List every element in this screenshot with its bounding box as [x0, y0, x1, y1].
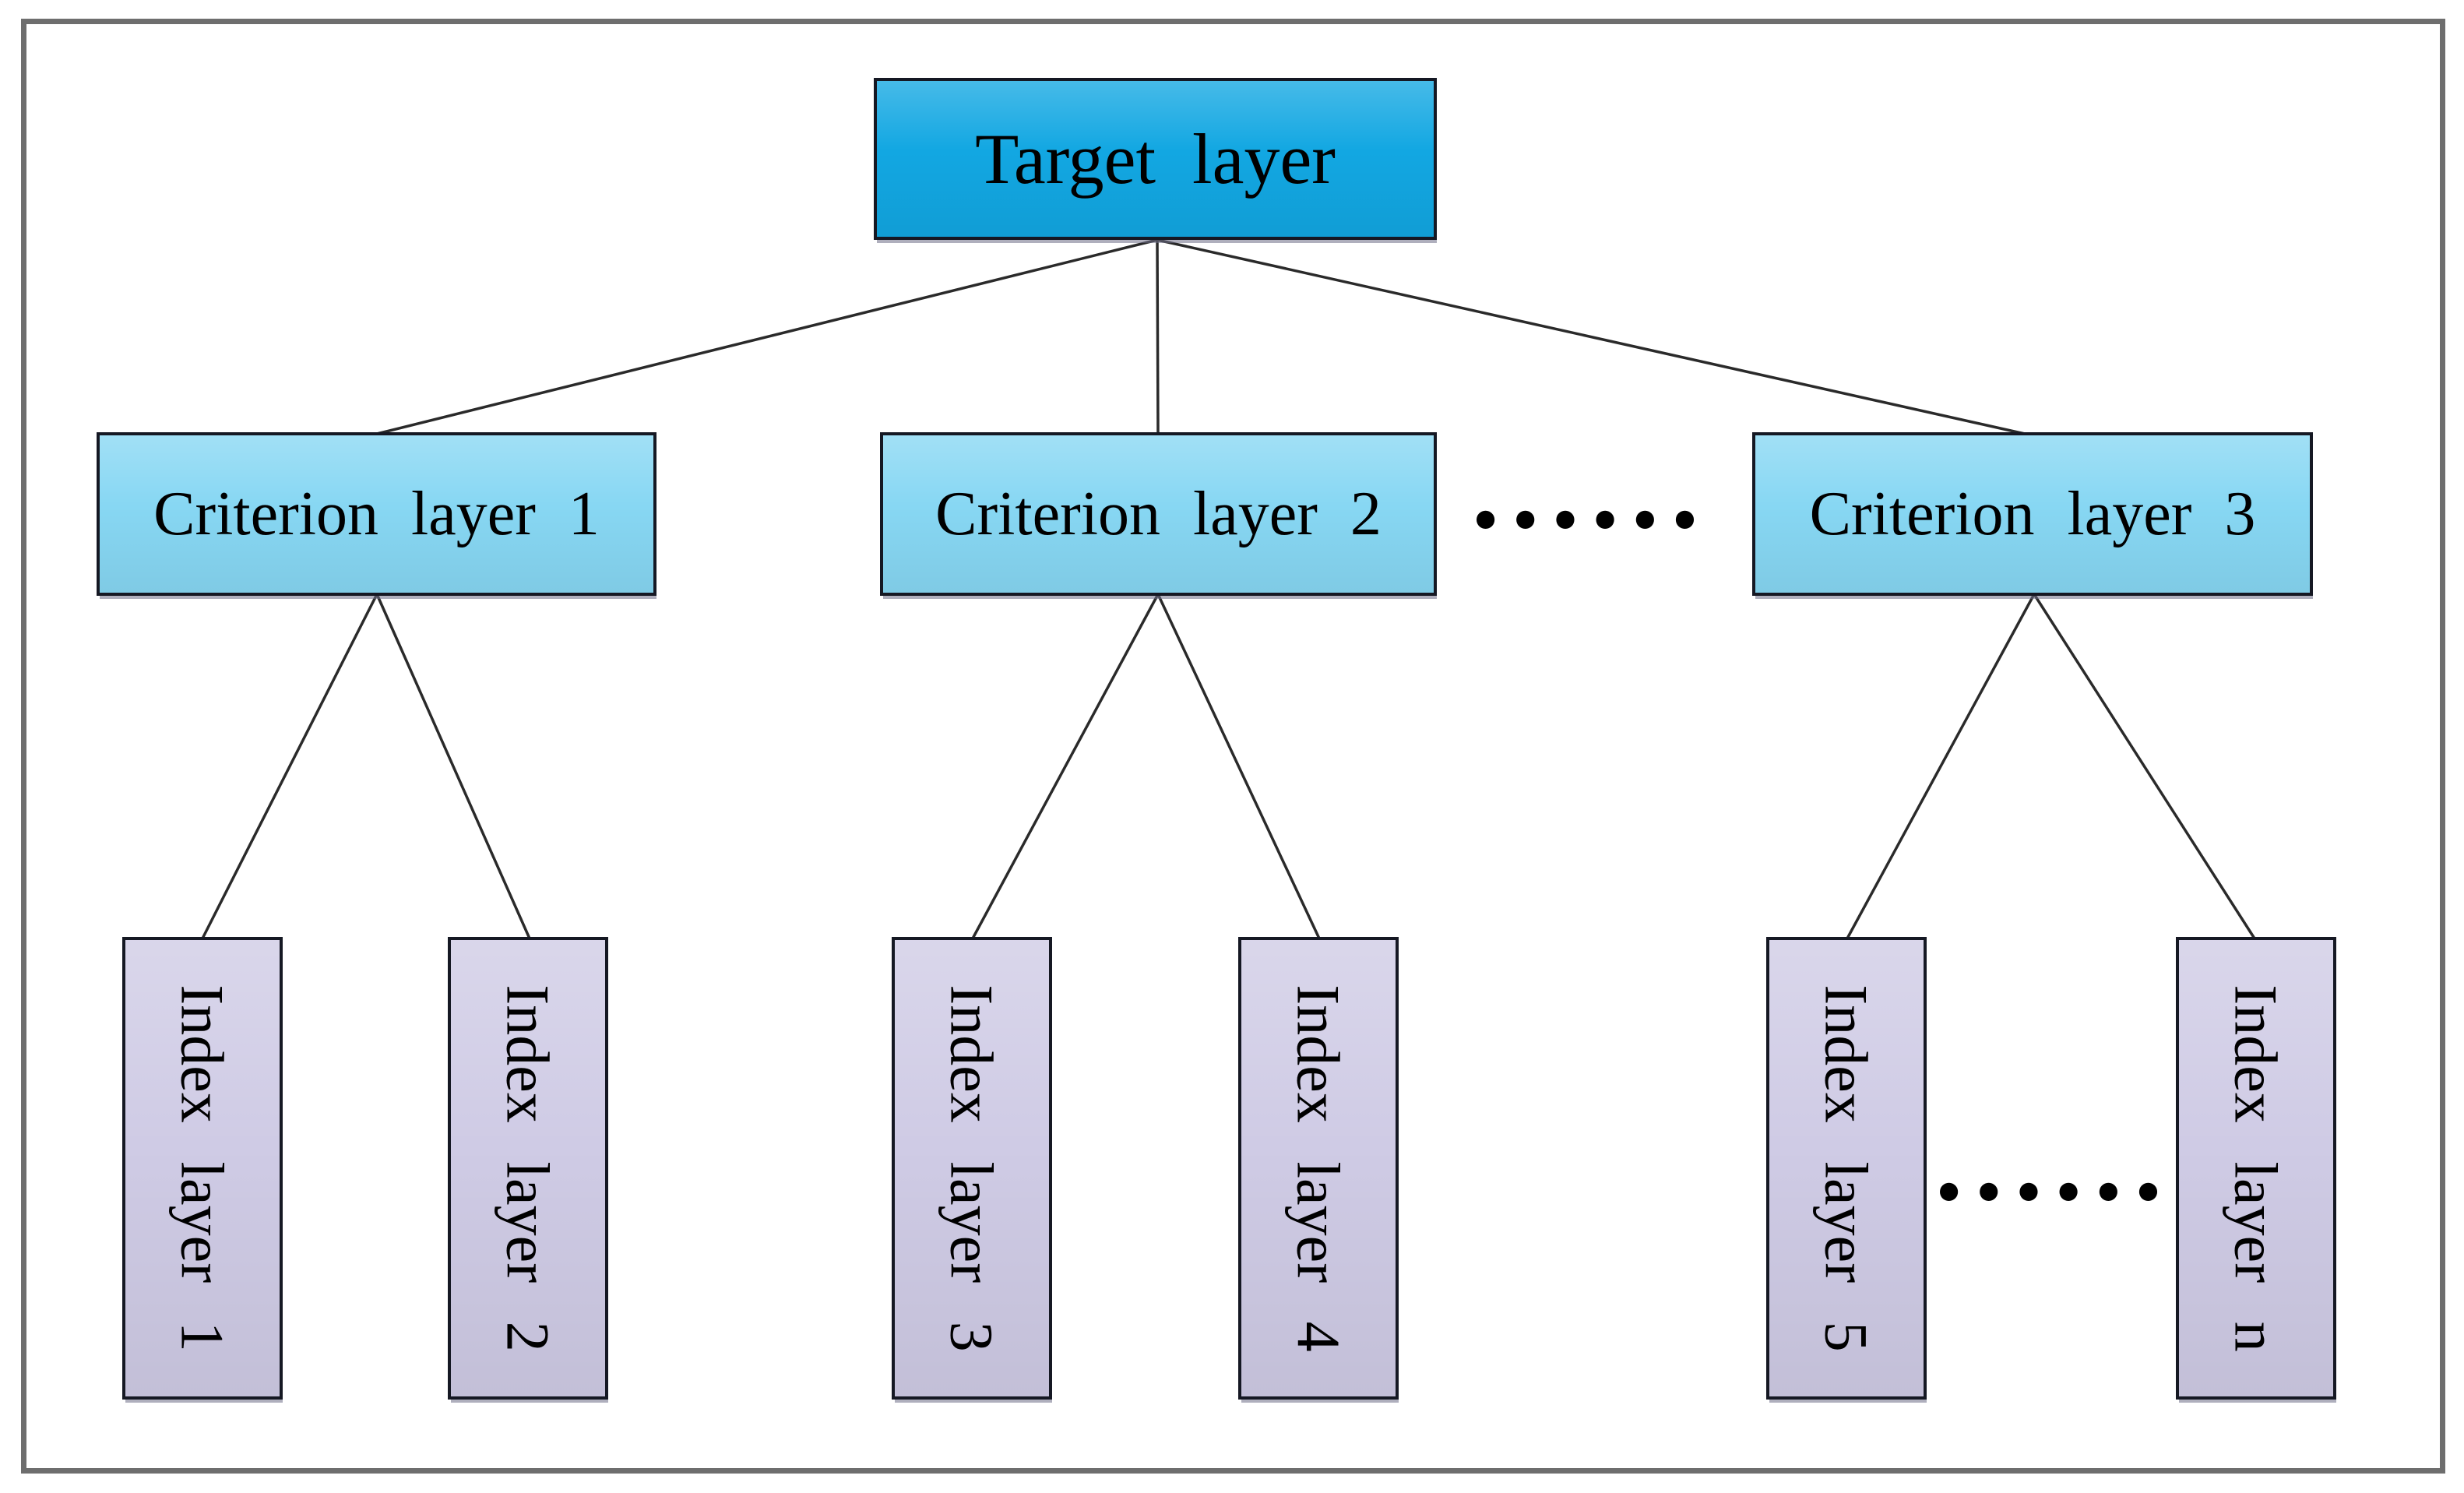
index-layer-4-label: Index layer 4 — [1285, 984, 1353, 1352]
connector-criterion1-index2 — [375, 593, 531, 939]
connector-criterion2-index4 — [1156, 593, 1321, 939]
index-layer-4-box: Index layer 4 — [1238, 937, 1399, 1400]
index-layer-n-label: Index layer n — [2223, 984, 2291, 1352]
connector-target-criterion2 — [1156, 239, 1160, 435]
index-layer-5-label: Index layer 5 — [1813, 984, 1881, 1352]
index-layer-5-box: Index layer 5 — [1766, 937, 1927, 1400]
connector-target-criterion3 — [1156, 238, 2026, 435]
criterion-layer-1-label: Criterion layer 1 — [153, 480, 600, 548]
index-layer-1-box: Index layer 1 — [122, 937, 283, 1400]
index-layer-n-box: Index layer n — [2176, 937, 2336, 1400]
index-layer-3-label: Index layer 3 — [938, 984, 1007, 1352]
criterion-row-ellipsis: •••••• — [1469, 491, 1709, 551]
index-row-ellipsis: •••••• — [1932, 1164, 2172, 1224]
connector-criterion3-index5 — [1846, 593, 2036, 939]
criterion-layer-3-box: Criterion layer 3 — [1752, 432, 2313, 596]
connector-target-criterion1 — [376, 238, 1158, 435]
criterion-layer-2-box: Criterion layer 2 — [880, 432, 1437, 596]
connector-criterion3-indexn — [2033, 593, 2256, 939]
index-layer-1-label: Index layer 1 — [169, 984, 238, 1352]
connector-criterion1-index1 — [201, 593, 378, 939]
connector-criterion2-index3 — [971, 593, 1160, 939]
target-layer-box: Target layer — [874, 78, 1437, 240]
index-layer-3-box: Index layer 3 — [892, 937, 1052, 1400]
criterion-layer-2-label: Criterion layer 2 — [935, 480, 1382, 548]
outer-frame — [21, 19, 2445, 1474]
target-layer-label: Target layer — [975, 119, 1336, 199]
criterion-layer-3-label: Criterion layer 3 — [1809, 480, 2256, 548]
index-layer-2-box: Index layer 2 — [448, 937, 608, 1400]
index-layer-2-label: Index layer 2 — [495, 984, 563, 1352]
criterion-layer-1-box: Criterion layer 1 — [97, 432, 656, 596]
